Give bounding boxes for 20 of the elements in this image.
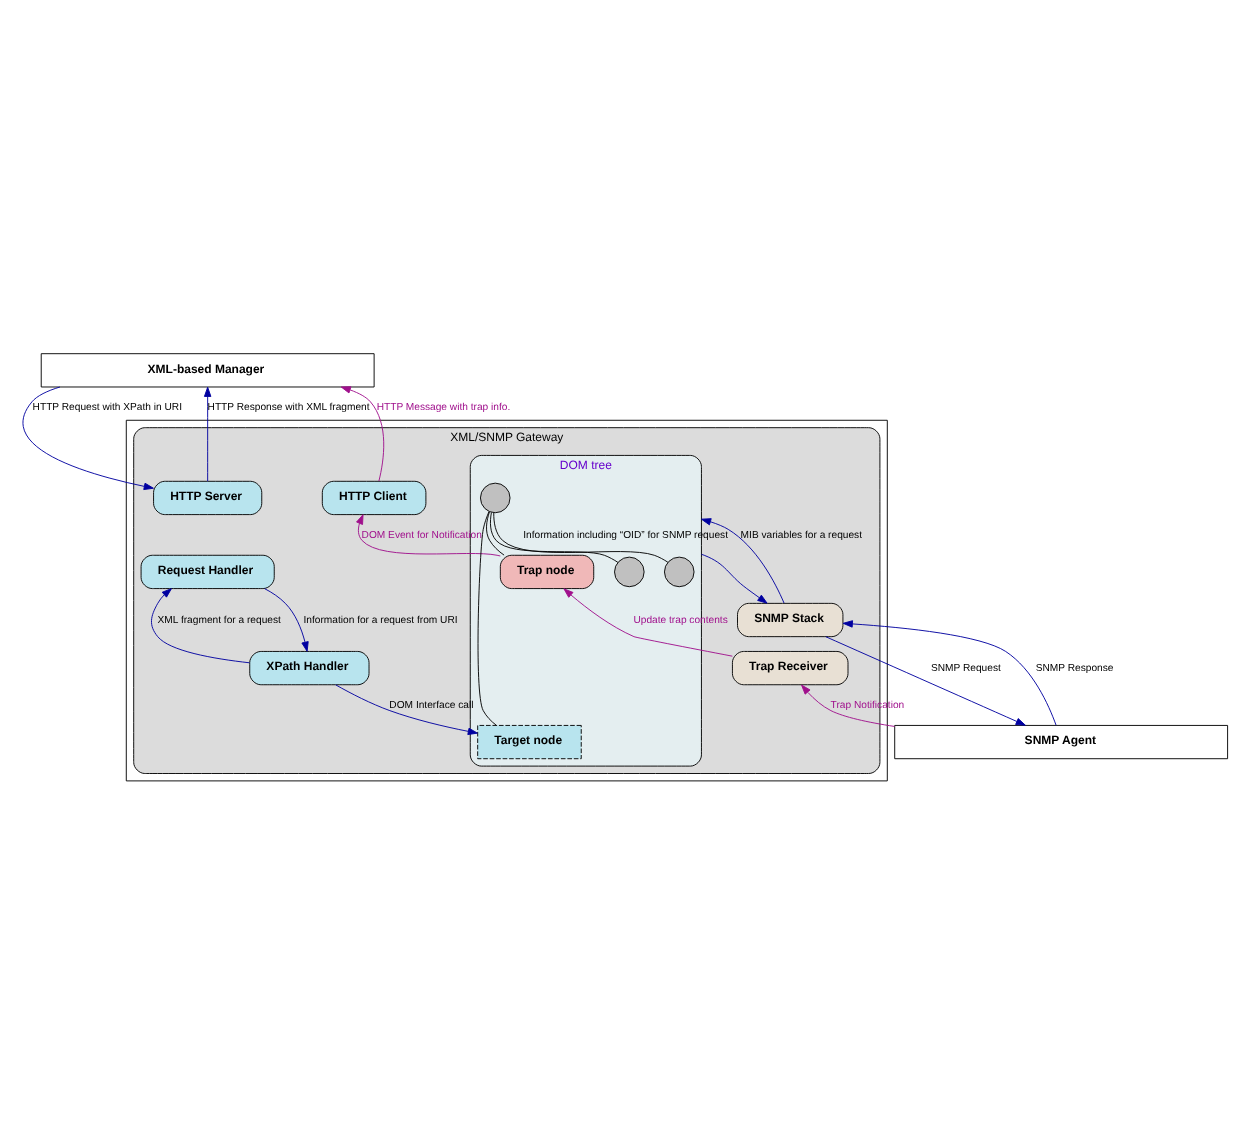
arrow (801, 684, 895, 727)
node-circle (480, 482, 511, 514)
connector (486, 511, 505, 556)
node-circle (614, 556, 645, 588)
arrow (335, 684, 478, 736)
arrow (825, 636, 1026, 726)
arrow (151, 588, 250, 664)
connector (477, 511, 497, 726)
arrow (356, 514, 501, 557)
connector (493, 512, 669, 563)
arrow (340, 386, 385, 482)
arrow (701, 553, 768, 604)
arrow (842, 620, 1057, 726)
node-circle (664, 556, 695, 588)
arrow (22, 386, 154, 491)
arrow (264, 588, 309, 652)
arrow (203, 386, 212, 482)
arrow (701, 518, 785, 604)
connector (490, 512, 619, 563)
arrow (563, 588, 733, 657)
